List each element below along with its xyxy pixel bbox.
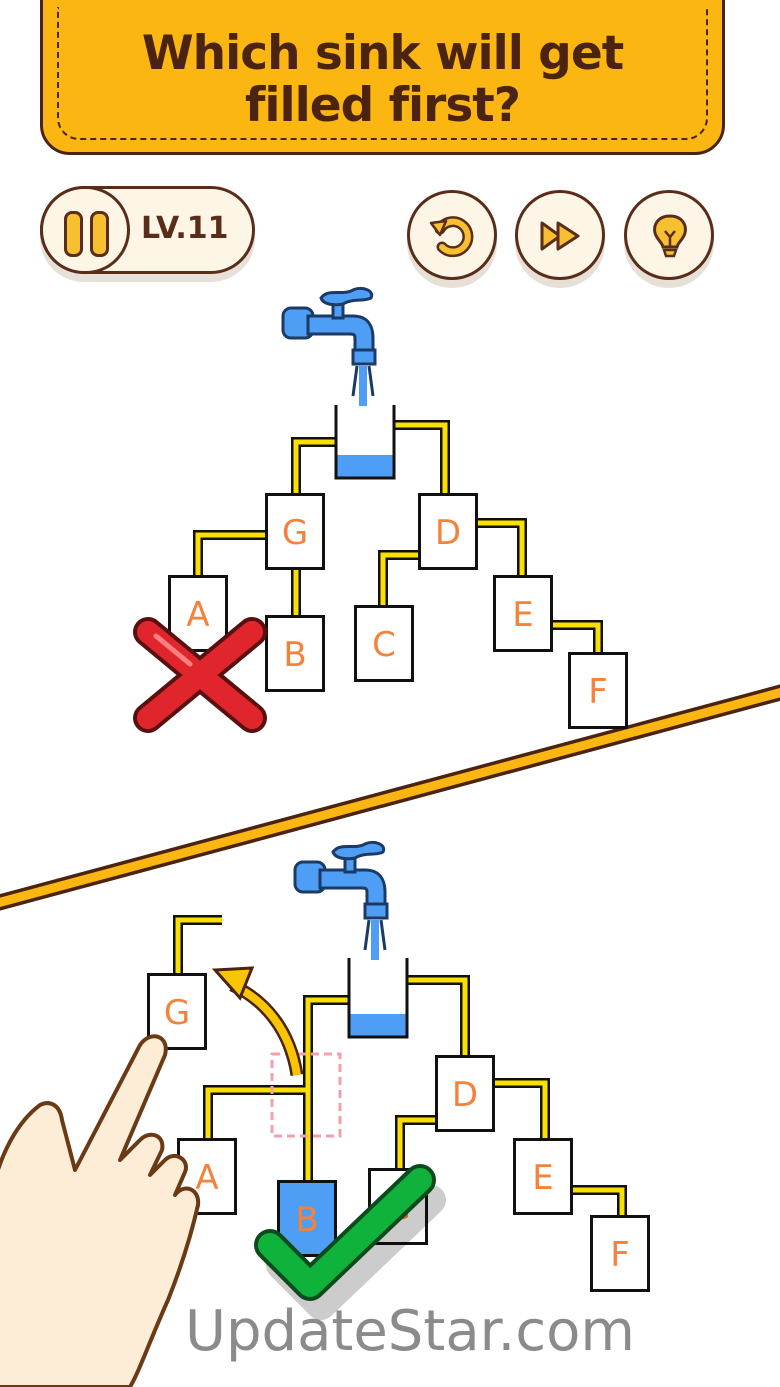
hint-button[interactable] bbox=[624, 190, 714, 280]
title-line-1: Which sink will get bbox=[141, 26, 624, 81]
drag-arrow-icon bbox=[229, 979, 304, 1077]
pause-icon bbox=[90, 211, 109, 257]
pause-icon bbox=[64, 211, 83, 257]
sink-c[interactable]: C bbox=[354, 605, 414, 682]
sink-b[interactable]: B bbox=[265, 615, 325, 692]
watermark: UpdateStar.com bbox=[185, 1299, 635, 1364]
sink-d[interactable]: D bbox=[418, 493, 478, 570]
skip-button[interactable] bbox=[515, 190, 605, 280]
sink-c[interactable]: C bbox=[368, 1168, 428, 1245]
source-cup bbox=[347, 958, 409, 1039]
fast-forward-icon bbox=[540, 221, 580, 251]
pause-button[interactable] bbox=[40, 186, 130, 274]
sink-e[interactable]: E bbox=[513, 1138, 573, 1215]
sink-f[interactable]: F bbox=[590, 1215, 650, 1292]
question-title: Which sink will get filled first? bbox=[43, 28, 722, 132]
sink-a[interactable]: A bbox=[168, 575, 228, 652]
sink-b[interactable]: B bbox=[277, 1180, 337, 1257]
title-line-2: filled first? bbox=[244, 78, 521, 133]
faucet-icon bbox=[281, 286, 377, 408]
source-cup bbox=[334, 405, 396, 480]
pipes-bottom bbox=[173, 915, 627, 1217]
sink-e[interactable]: E bbox=[493, 575, 553, 652]
title-banner: Which sink will get filled first? bbox=[40, 0, 725, 155]
banner-stitching bbox=[57, 7, 708, 140]
pipes-top bbox=[193, 420, 603, 654]
restart-icon bbox=[429, 216, 474, 258]
water-in-cup bbox=[337, 455, 393, 477]
lightbulb-icon bbox=[653, 214, 687, 258]
sink-g[interactable]: G bbox=[265, 493, 325, 570]
level-indicator: LV.11 bbox=[40, 186, 255, 274]
sink-f[interactable]: F bbox=[568, 652, 628, 729]
sink-g[interactable]: G bbox=[147, 973, 207, 1050]
sink-d[interactable]: D bbox=[435, 1055, 495, 1132]
drag-origin-marker bbox=[270, 1052, 342, 1138]
level-label: LV.11 bbox=[141, 211, 229, 246]
restart-button[interactable] bbox=[407, 190, 497, 280]
faucet-icon bbox=[293, 840, 389, 962]
sink-a[interactable]: A bbox=[177, 1138, 237, 1215]
